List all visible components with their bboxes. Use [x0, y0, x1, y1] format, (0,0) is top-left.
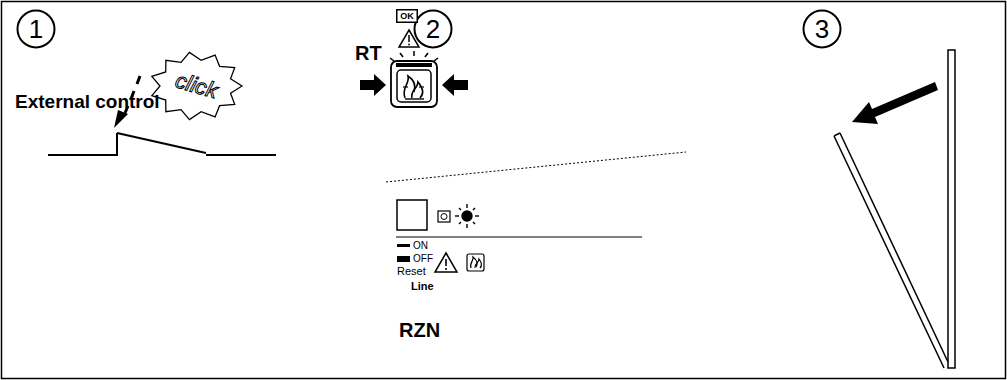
- callout-number: 1: [29, 16, 43, 42]
- callout-number: 2: [413, 9, 453, 49]
- ok-box: OK: [396, 9, 418, 23]
- reset-button: [397, 200, 427, 230]
- separator-line: [396, 237, 642, 238]
- on-symbol: [397, 244, 410, 247]
- indicator-rays: [390, 51, 438, 61]
- press-arrow-head: [114, 110, 128, 128]
- state-label: ON: [413, 241, 428, 251]
- indicator-ring: [441, 214, 447, 220]
- switch-symbol: [48, 133, 276, 155]
- line-label: Line: [411, 281, 434, 292]
- close-arrow: [852, 82, 938, 124]
- push-arrow: [360, 74, 386, 96]
- frame-post: [948, 50, 955, 368]
- lamp-symbol: [455, 204, 479, 228]
- control-label: External control: [15, 92, 160, 111]
- callout-number: 3: [802, 9, 842, 49]
- reset-button: [391, 61, 437, 107]
- click-burst: click: [150, 52, 242, 120]
- warning-symbol: [435, 253, 457, 272]
- door-panel: [834, 133, 948, 368]
- device-label: RZN: [399, 320, 440, 340]
- box-text: OK: [400, 12, 414, 21]
- push-arrow: [442, 74, 468, 96]
- indicator-frame: [438, 211, 450, 222]
- callout-number: 1: [16, 9, 56, 49]
- callout-number: 3: [815, 16, 829, 42]
- divider-line: [386, 152, 686, 182]
- state-label: OFF: [413, 254, 433, 264]
- device-label: RT: [355, 43, 382, 63]
- off-symbol: [397, 256, 410, 262]
- callout-number: 2: [426, 16, 440, 42]
- state-label: Reset: [397, 266, 426, 277]
- flame-symbol: [467, 254, 484, 271]
